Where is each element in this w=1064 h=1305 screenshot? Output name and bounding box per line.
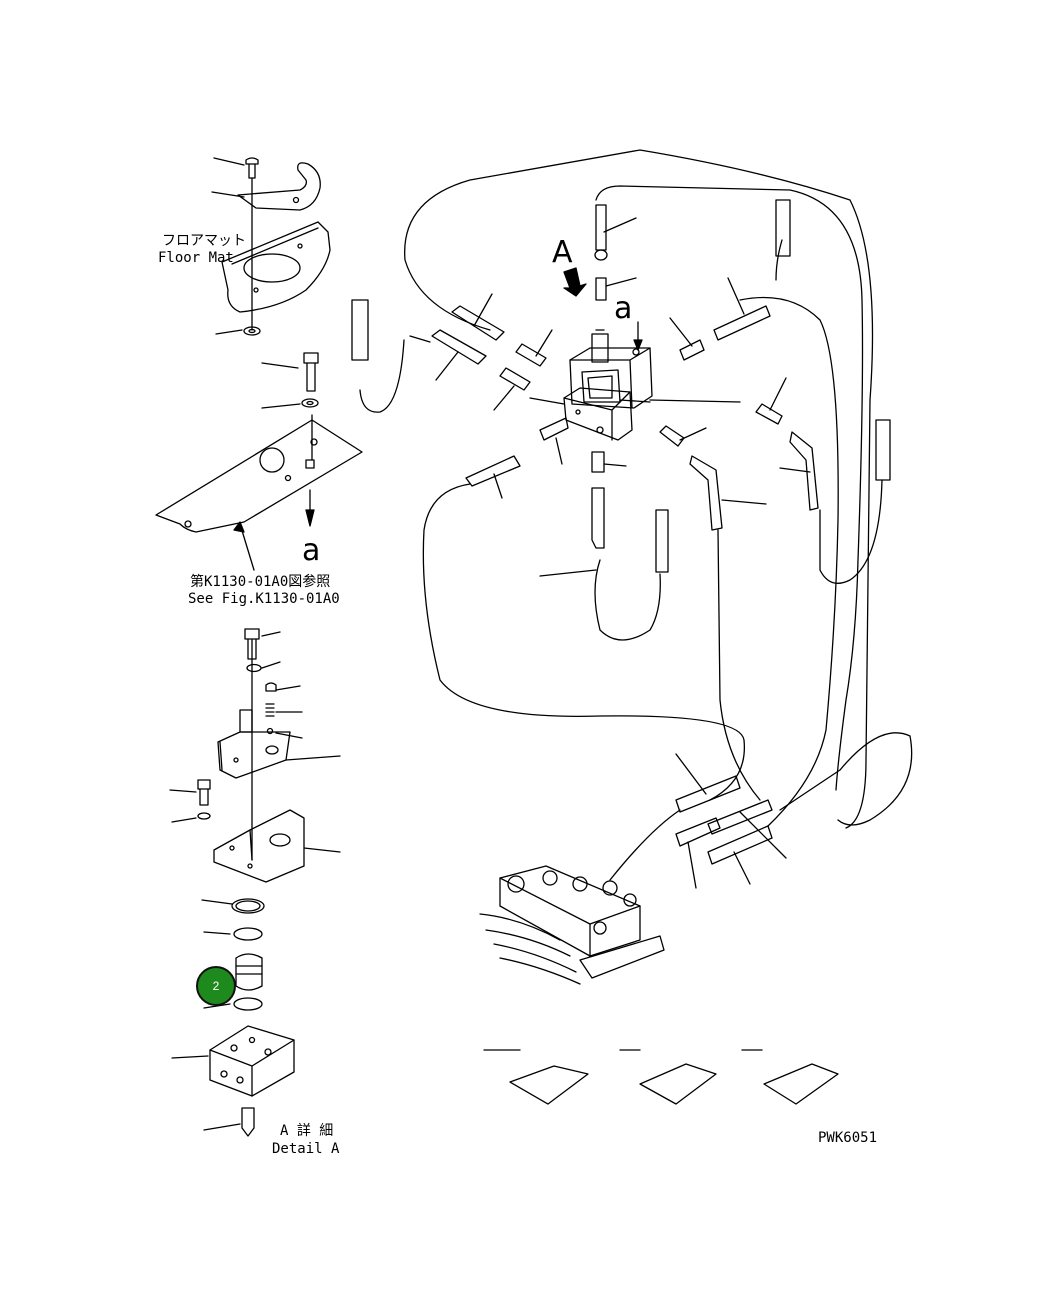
see-fig-label-en: See Fig.K1130-01A0 — [188, 591, 340, 607]
floor-mat-label-en: Floor Mat — [158, 250, 234, 266]
floor-mat-assembly — [211, 157, 331, 336]
caution-labels — [483, 1049, 839, 1105]
view-arrow — [563, 267, 643, 351]
control-valve — [479, 753, 787, 985]
see-fig-label-jp: 第K1130-01A0図参照 — [190, 574, 331, 590]
hose-routing — [359, 149, 913, 881]
mounting-plate-assembly — [155, 352, 363, 571]
reference-label-a-left: a — [302, 533, 321, 568]
reference-label-a-top: a — [614, 291, 633, 326]
hose-fittings — [351, 199, 891, 577]
drawing-code: PWK6051 — [818, 1130, 878, 1146]
detail-label-en: Detail A — [272, 1141, 340, 1157]
part-callout-number: 2 — [212, 979, 220, 993]
view-label-a: A — [552, 235, 573, 270]
part-callout-badge[interactable]: 2 — [196, 966, 236, 1006]
detail-label-jp: A 詳 細 — [280, 1123, 334, 1139]
floor-mat-label-jp: フロアマット — [162, 233, 246, 249]
detail-a-valve-stack — [169, 628, 341, 1137]
